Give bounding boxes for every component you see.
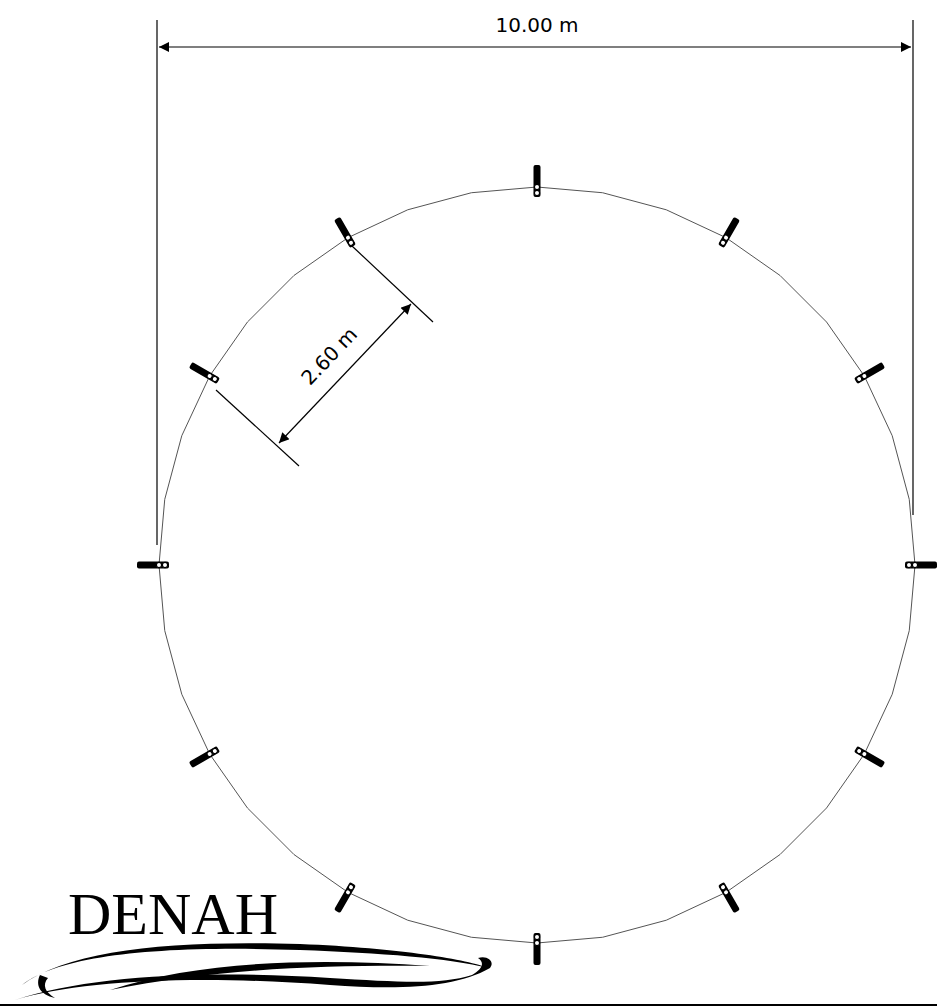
dimension-label: 2.60 m	[295, 321, 364, 391]
spacing-dimension	[216, 246, 433, 466]
post-symbol	[905, 562, 937, 569]
post-symbol	[189, 746, 220, 768]
post-symbol	[534, 165, 541, 197]
posts	[137, 165, 937, 965]
overall-dimension	[157, 20, 913, 545]
frame-line	[0, 1004, 937, 1006]
title-swash	[15, 943, 492, 1000]
dimension-label: 10.00 m	[493, 13, 580, 37]
outline-polygon	[159, 187, 915, 943]
post-symbol	[854, 362, 885, 384]
post-symbol	[718, 882, 740, 913]
post-symbol	[534, 933, 541, 965]
outline-polygon	[159, 187, 915, 943]
post-symbol	[334, 882, 356, 913]
post-symbol	[137, 562, 169, 569]
post-symbol	[189, 362, 220, 384]
post-symbol	[854, 746, 885, 768]
post-symbol	[334, 217, 356, 248]
plan-title: DENAH	[68, 882, 278, 946]
post-symbol	[718, 217, 740, 248]
